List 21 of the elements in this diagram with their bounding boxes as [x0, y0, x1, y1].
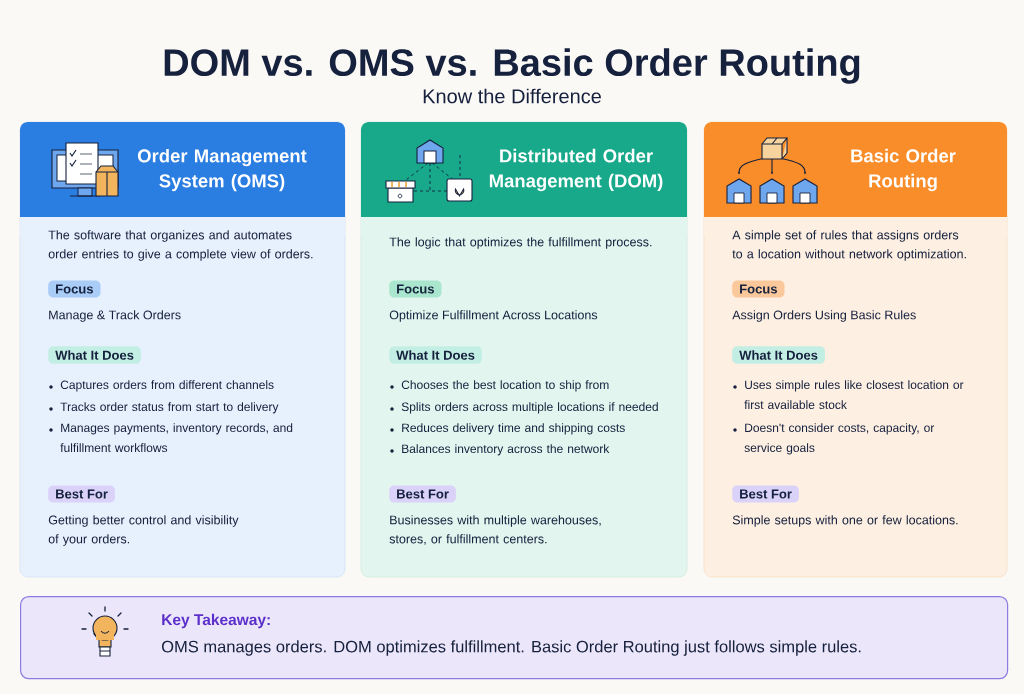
subtitle: Know the Difference	[423, 88, 601, 104]
tag-pill: Focus	[48, 280, 101, 298]
bullet-item: Chooses the best location to ship from	[390, 380, 609, 392]
tag-pill: Best For	[389, 485, 456, 503]
page-title: DOM vs. OMS vs. Basic Order Routing	[164, 48, 860, 84]
bullet-item: Uses simple rules like closest location or first available stock	[733, 380, 964, 409]
bullet-item: Reduces delivery time and shipping costs	[390, 423, 625, 435]
bullet-item: Balances inventory across the network	[390, 444, 610, 456]
bullet-item: Tracks order status from start to delivery	[49, 402, 279, 414]
tag-pill: What It Does	[48, 346, 141, 364]
tag-pill: What It Does	[732, 346, 825, 364]
bullet-item: Doesn't consider costs, capacity, or service goals	[733, 423, 935, 455]
tag-pill: What It Does	[389, 346, 482, 364]
tag-pill: Best For	[48, 485, 115, 503]
takeaway-box: Key Takeaway: OMS manages orders. DOM optimizes fulfillment. Basic Order Routing just follows simple rules.	[20, 596, 1009, 680]
bullet-item: Manages payments, inventory records, and fulfillment workflows	[49, 423, 293, 452]
bullet-item: Captures orders from different channels	[49, 380, 274, 392]
tag-pill: Focus	[732, 280, 785, 298]
tag-pill: Best For	[732, 485, 799, 503]
bullet-item: Splits orders across multiple locations if needed	[390, 402, 658, 414]
tag-pill: Focus	[389, 280, 442, 298]
